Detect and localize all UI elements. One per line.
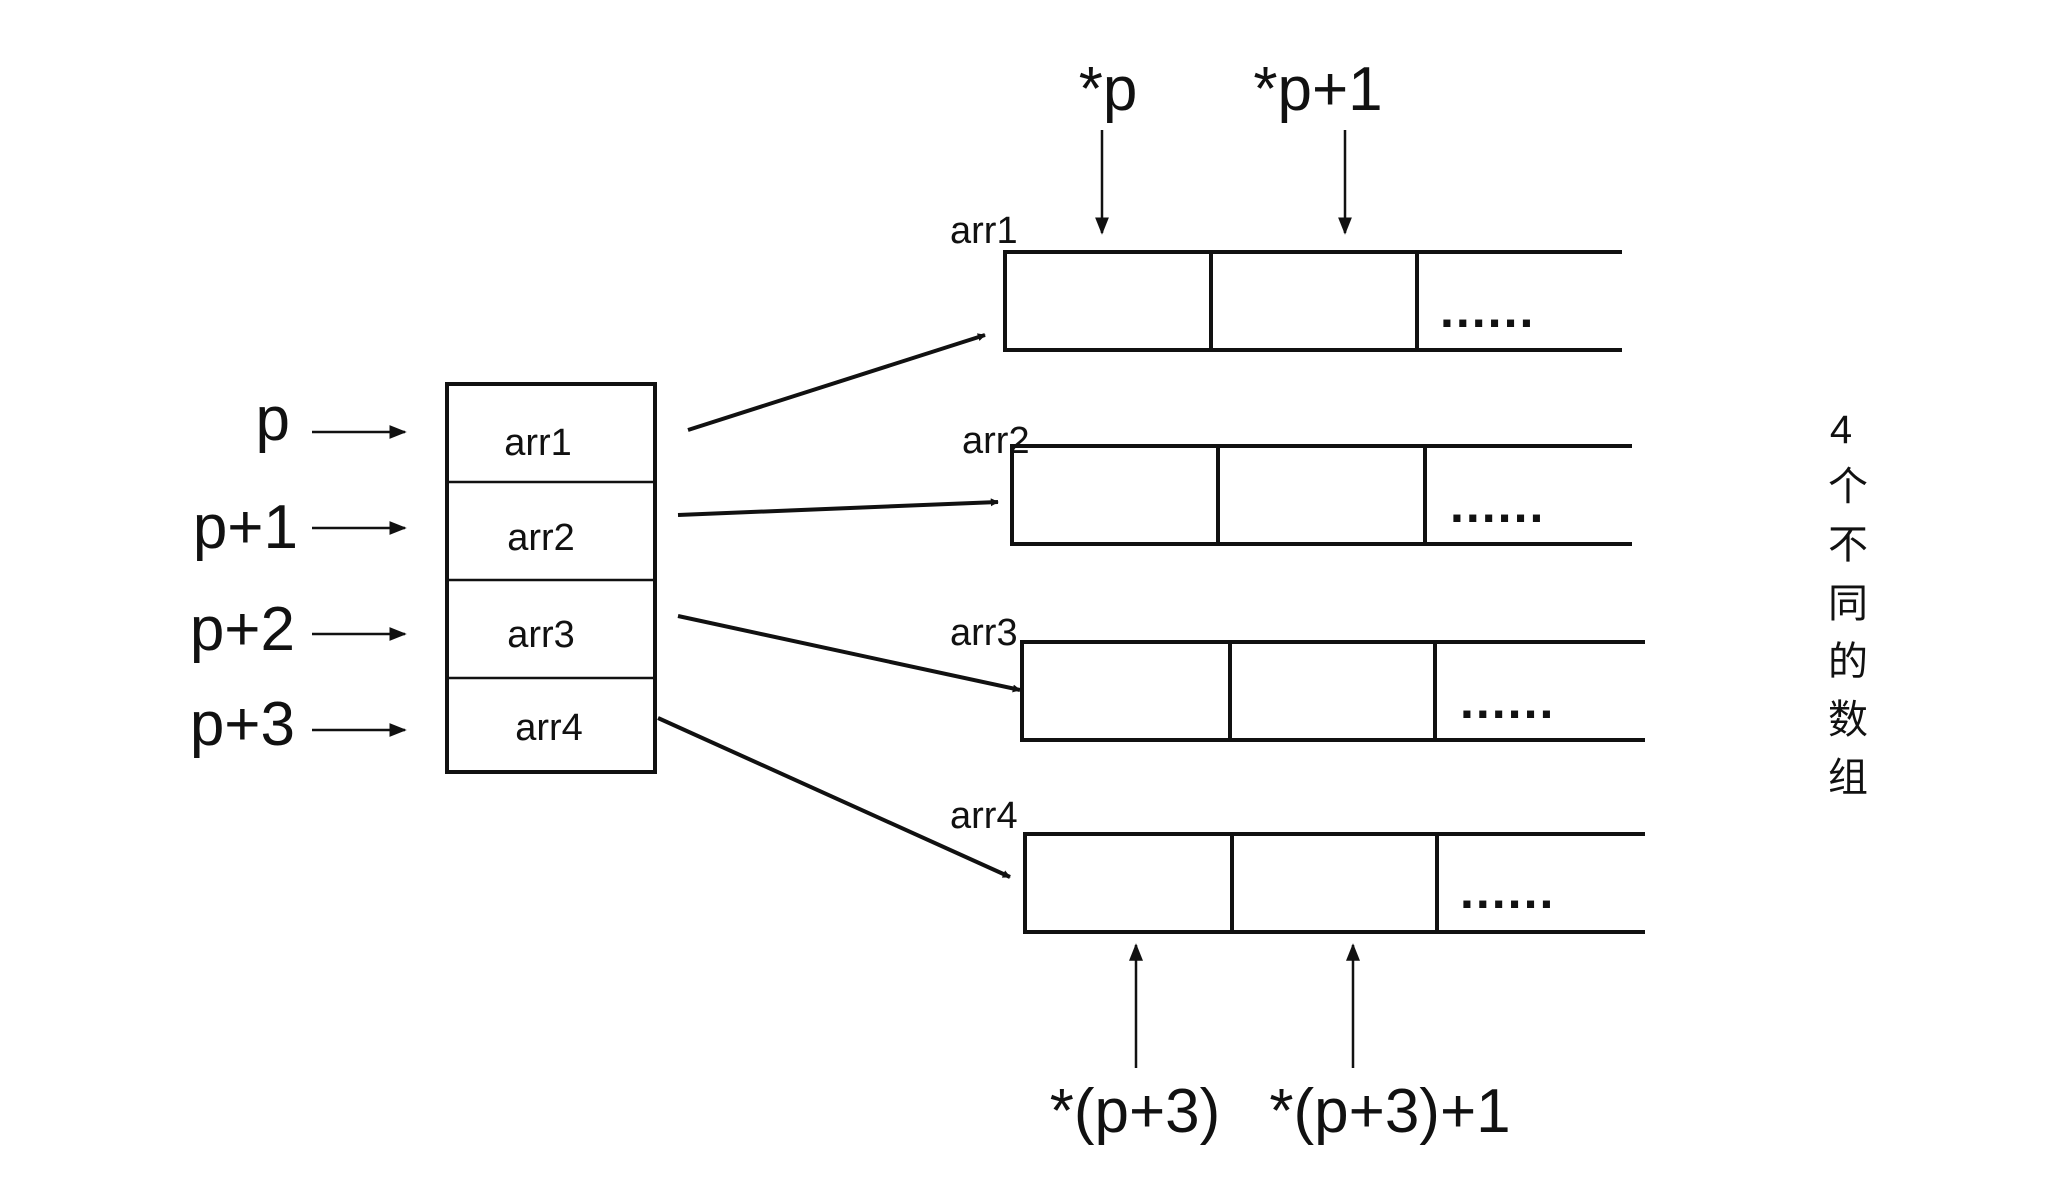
- array-label-arr4: arr4: [950, 795, 1018, 837]
- side-note-char: 不: [1828, 523, 1868, 567]
- array-arr2: [1010, 444, 1632, 546]
- pointer-label-p1: p+1: [193, 493, 298, 562]
- ellipsis-arr4: ......: [1460, 863, 1555, 919]
- arrow-to-arr2: [677, 498, 999, 517]
- array-label-arr3: arr3: [950, 612, 1018, 654]
- cell-label-arr3: arr3: [507, 614, 575, 656]
- cell-label-arr4: arr4: [515, 707, 583, 749]
- arrow-to-arr1: [687, 333, 986, 432]
- cell-label-arr1: arr1: [504, 422, 572, 464]
- side-note-char: 个: [1828, 465, 1868, 509]
- side-note: 4 个 不 同 的 数 组: [1828, 408, 1868, 800]
- side-note-char: 同: [1828, 582, 1868, 626]
- array-arr3: [1020, 640, 1645, 742]
- annotation-star-p-plus-1: *p+1: [1253, 55, 1382, 124]
- cell-label-arr2: arr2: [507, 517, 575, 559]
- annotation-star-p: *p: [1079, 55, 1138, 124]
- arrow-to-arr3: [677, 614, 1021, 693]
- side-note-char: 数: [1828, 698, 1868, 742]
- array-label-arr1: arr1: [950, 210, 1018, 252]
- pointer-label-p: p: [256, 385, 290, 454]
- annotation-star-p3-plus-1: *(p+3)+1: [1269, 1077, 1510, 1146]
- side-note-char: 的: [1828, 640, 1868, 684]
- pointer-array-box: [445, 382, 657, 774]
- array-arr1: [1003, 250, 1622, 352]
- array-label-arr2: arr2: [962, 420, 1030, 462]
- side-note-char: 组: [1828, 756, 1868, 800]
- pointer-label-p3: p+3: [190, 690, 295, 759]
- arrow-to-arr4: [657, 716, 1011, 879]
- pointer-label-p2: p+2: [190, 595, 295, 664]
- ellipsis-arr1: ......: [1440, 282, 1535, 338]
- annotation-star-p3: *(p+3): [1050, 1077, 1221, 1146]
- side-note-char: 4: [1830, 408, 1852, 452]
- array-arr4: [1023, 832, 1645, 934]
- ellipsis-arr3: ......: [1460, 673, 1555, 729]
- ellipsis-arr2: ......: [1450, 477, 1545, 533]
